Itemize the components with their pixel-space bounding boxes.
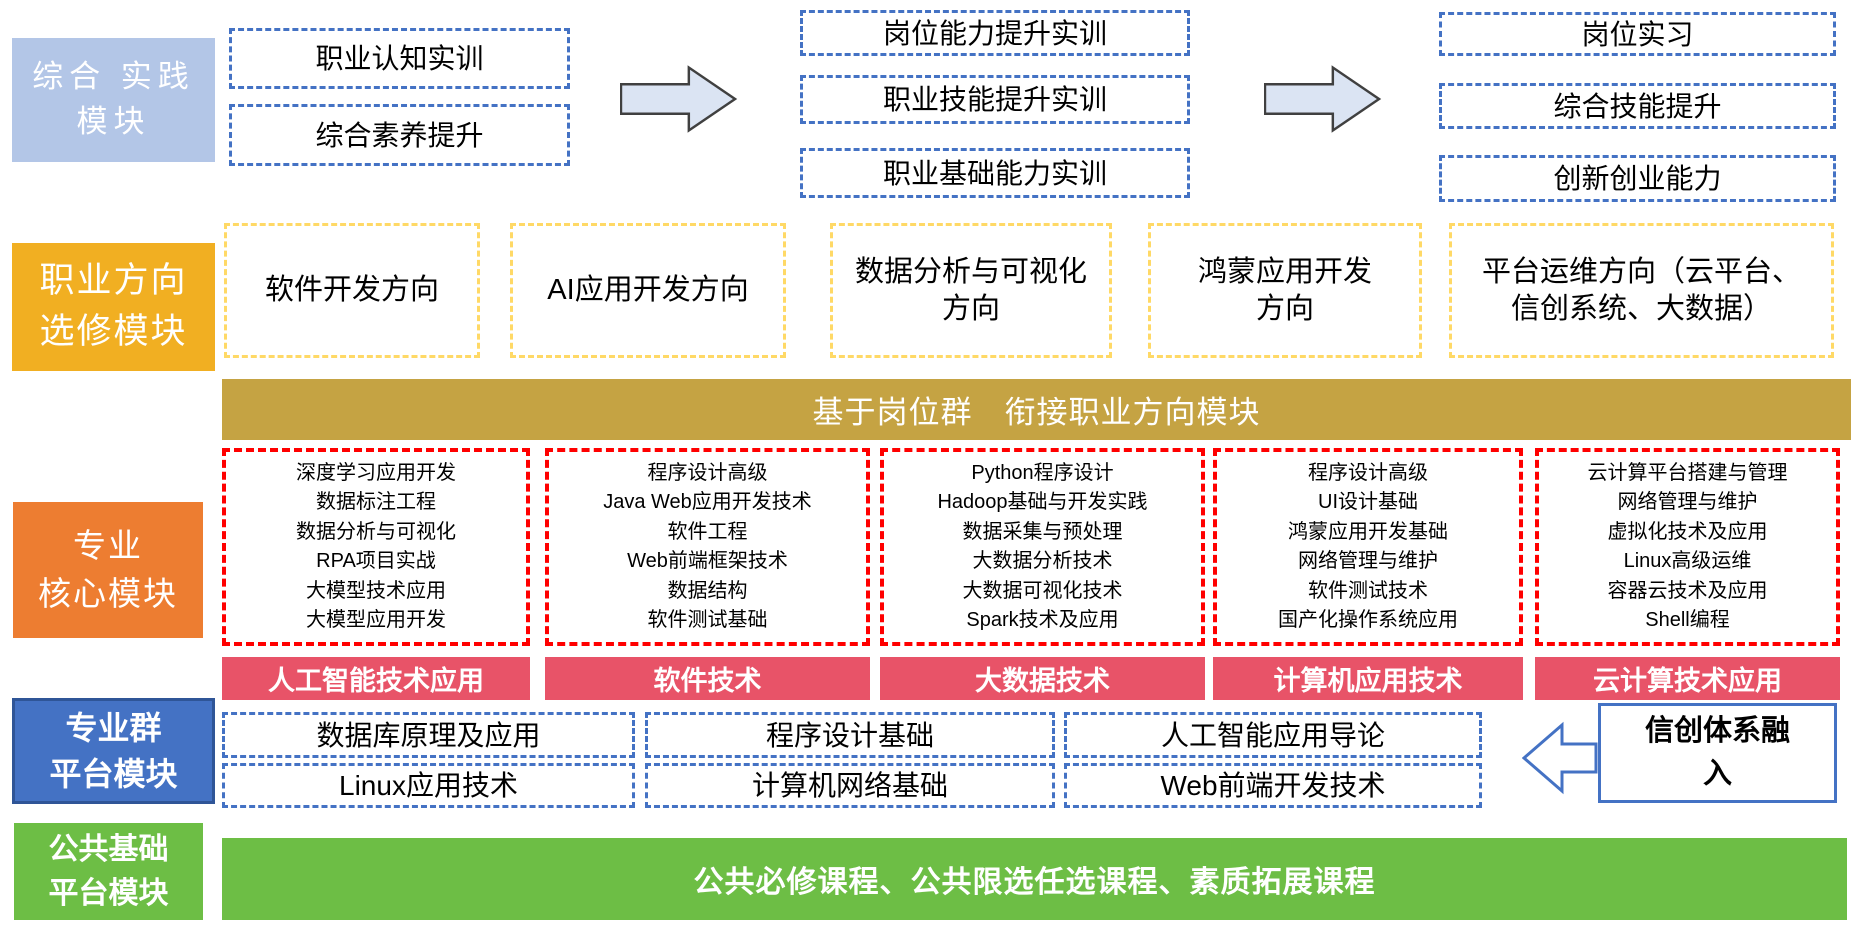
core-course-box: 云计算平台搭建与管理 网络管理与维护 虚拟化技术及应用 Linux高级运维 容器… [1535,448,1840,646]
core-course-box: 程序设计高级 Java Web应用开发技术 软件工程 Web前端框架技术 数据结… [545,448,870,646]
flow-arrow-icon [1264,65,1382,133]
xinchuang-arrow-icon [1522,721,1598,795]
platform-module-label: 专业群 平台模块 [12,698,215,804]
practice-course-box: 岗位实习 [1439,12,1836,56]
practice-course-box: 创新创业能力 [1439,155,1836,202]
practice-course-box: 综合素养提升 [229,104,570,166]
direction-option-box: 软件开发方向 [224,223,480,358]
core-course-box: 深度学习应用开发 数据标注工程 数据分析与可视化 RPA项目实战 大模型技术应用… [222,448,530,646]
major-tag: 软件技术 [545,657,870,700]
practice-course-box: 职业技能提升实训 [800,75,1190,124]
platform-course-box: 计算机网络基础 [645,763,1055,808]
public-module-label: 公共基础 平台模块 [14,823,203,920]
core-module-label: 专业 核心模块 [13,502,203,638]
practice-course-box: 岗位能力提升实训 [800,10,1190,56]
practice-course-box: 综合技能提升 [1439,83,1836,129]
core-course-list: 程序设计高级 Java Web应用开发技术 软件工程 Web前端框架技术 数据结… [603,461,812,632]
core-course-list: 云计算平台搭建与管理 网络管理与维护 虚拟化技术及应用 Linux高级运维 容器… [1587,461,1788,632]
core-course-list: Python程序设计 Hadoop基础与开发实践 数据采集与预处理 大数据分析技… [937,461,1148,632]
direction-option-box: AI应用开发方向 [510,223,786,358]
platform-course-box: Linux应用技术 [222,763,635,808]
direction-module-label: 职业方向 选修模块 [12,243,215,371]
practice-module-label: 综合 实践 模块 [12,38,215,162]
core-course-box: 程序设计高级 UI设计基础 鸿蒙应用开发基础 网络管理与维护 软件测试技术 国产… [1213,448,1523,646]
public-bar: 公共必修课程、公共限选任选课程、素质拓展课程 [222,838,1847,920]
direction-option-box: 数据分析与可视化 方向 [830,223,1112,358]
core-course-list: 程序设计高级 UI设计基础 鸿蒙应用开发基础 网络管理与维护 软件测试技术 国产… [1278,461,1458,632]
major-tag: 云计算技术应用 [1535,657,1840,700]
major-tag: 人工智能技术应用 [222,657,530,700]
platform-course-box: 程序设计基础 [645,712,1055,758]
core-course-box: Python程序设计 Hadoop基础与开发实践 数据采集与预处理 大数据分析技… [880,448,1205,646]
major-tag: 大数据技术 [880,657,1205,700]
xinchuang-callout-text: 信创体系融入 [1644,714,1790,791]
core-course-list: 深度学习应用开发 数据标注工程 数据分析与可视化 RPA项目实战 大模型技术应用… [296,461,456,632]
major-tag: 计算机应用技术 [1213,657,1523,700]
xinchuang-callout: 信创体系融入 [1598,703,1837,803]
platform-course-box: 人工智能应用导论 [1064,712,1482,758]
practice-course-box: 职业基础能力实训 [800,148,1190,198]
practice-course-box: 职业认知实训 [229,28,570,89]
platform-course-box: 数据库原理及应用 [222,712,635,758]
direction-option-box: 平台运维方向（云平台、 信创系统、大数据） [1449,223,1834,358]
platform-course-box: Web前端开发技术 [1064,763,1482,808]
direction-option-box: 鸿蒙应用开发 方向 [1148,223,1422,358]
flow-arrow-icon [620,65,738,133]
bridge-bar: 基于岗位群 衔接职业方向模块 [222,379,1851,440]
